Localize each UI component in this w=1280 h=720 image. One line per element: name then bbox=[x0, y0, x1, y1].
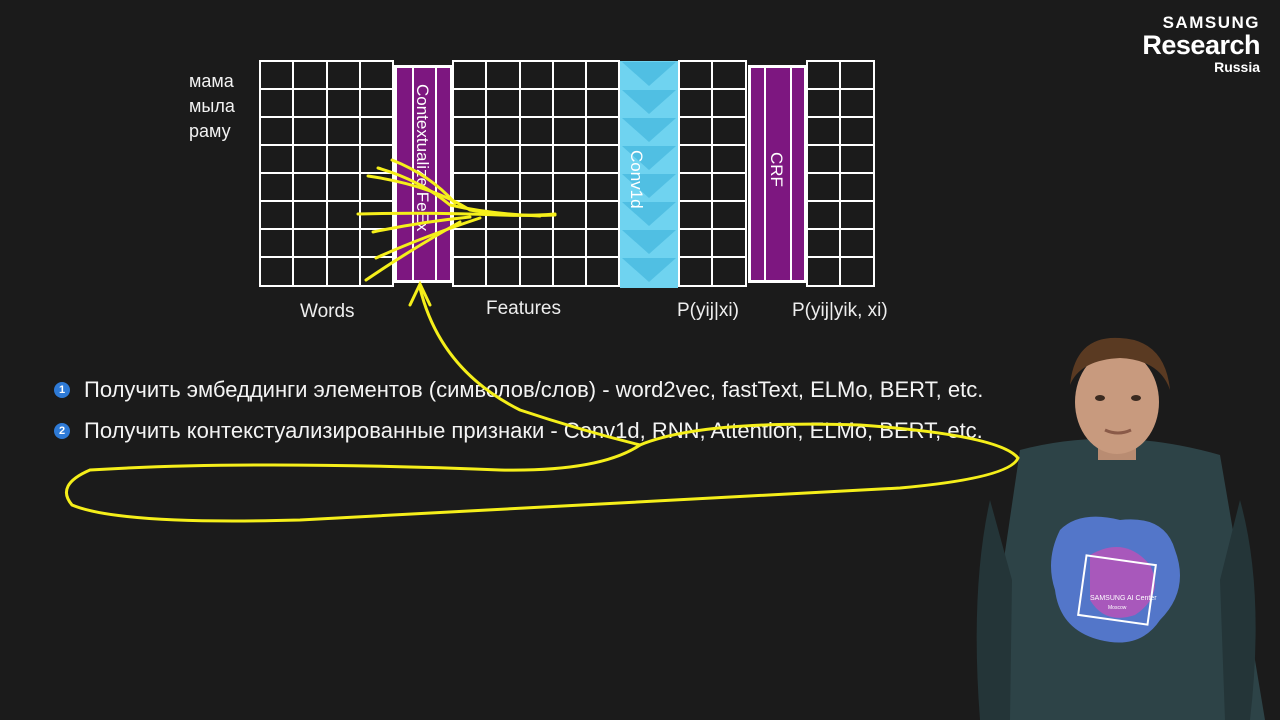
presenter-figure: SAMSUNG AI Center Moscow bbox=[976, 337, 1265, 720]
conv1d-label: Conv1d bbox=[627, 150, 646, 209]
bullet-text-1: Получить эмбеддинги элементов (символов/… bbox=[84, 377, 984, 402]
crf-label: CRF bbox=[767, 152, 786, 187]
input-words: мама мыла раму bbox=[189, 69, 235, 144]
samsung-research-logo: SAMSUNG Research Russia bbox=[1142, 14, 1260, 74]
contextualize-label: Contextualize FeEx bbox=[413, 84, 432, 232]
logo-line-3: Russia bbox=[1214, 59, 1260, 75]
bullet-text-2: Получить контекстуализированные признаки… bbox=[84, 418, 983, 443]
tshirt-print-line-2: Moscow bbox=[1108, 605, 1127, 611]
bullet-number-1: 1 bbox=[54, 382, 70, 398]
caption-p-local: P(yij|xi) bbox=[677, 300, 739, 321]
word-3: раму bbox=[189, 121, 231, 141]
logo-line-2: Research bbox=[1142, 30, 1260, 60]
word-1: мама bbox=[189, 71, 234, 91]
sequence-tagging-diagram: мама мыла раму Contextualize FeEx Conv1d… bbox=[0, 0, 1000, 340]
tshirt-print: SAMSUNG AI Center Moscow bbox=[1051, 516, 1180, 643]
caption-p-crf: P(yij|yik, xi) bbox=[792, 300, 888, 321]
presenter-head bbox=[1070, 337, 1170, 460]
logo-line-1: SAMSUNG bbox=[1162, 13, 1260, 32]
bullet-item-2: 2 Получить контекстуализированные призна… bbox=[52, 415, 1012, 446]
tshirt-print-line-1: SAMSUNG AI Center bbox=[1090, 595, 1157, 602]
bullet-number-2: 2 bbox=[54, 423, 70, 439]
crf-block bbox=[748, 65, 806, 283]
words-grid bbox=[259, 60, 394, 287]
bullet-item-1: 1 Получить эмбеддинги элементов (символо… bbox=[52, 374, 1012, 405]
caption-features: Features bbox=[486, 298, 561, 319]
conv1d-block bbox=[620, 61, 678, 288]
p-local-grid bbox=[678, 60, 747, 287]
word-2: мыла bbox=[189, 96, 235, 116]
p-crf-grid bbox=[806, 60, 875, 287]
bullet-list: 1 Получить эмбеддинги элементов (символо… bbox=[52, 374, 1012, 456]
features-grid bbox=[452, 60, 620, 287]
caption-words: Words bbox=[300, 301, 355, 322]
diagram-canvas bbox=[259, 60, 875, 288]
